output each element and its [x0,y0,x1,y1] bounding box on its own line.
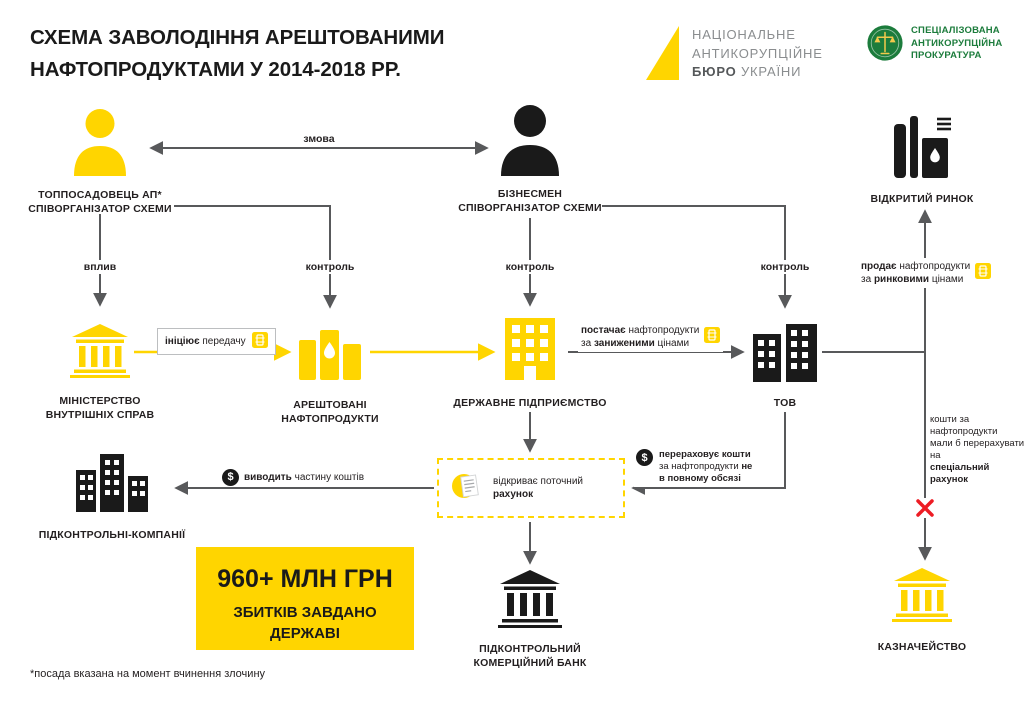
node-current-account: відкриває поточний рахунок [437,458,625,518]
edge-special-account-label: кошти за нафтопродукти мали б перерахува… [930,414,1024,485]
node-seized-products: АРЕШТОВАНІ НАФТОПРОДУКТИ [245,328,415,426]
oil-tanks-icon [299,328,361,385]
sap-logo-text: СПЕЦІАЛІЗОВАНА АНТИКОРУПЦІЙНА ПРОКУРАТУР… [911,24,1002,67]
node-top-official: ТОППОСАДОВЕЦЬ АП* СПІВОРГАНІЗАТОР СХЕМИ [15,108,185,216]
commercial-bank-icon [498,570,562,633]
supplies-text: постачає нафтопродукти за заниженими цін… [581,325,700,349]
edge-control-label-3: контроль [755,260,815,274]
sap-line2: АНТИКОРУПЦІЙНА [911,37,1003,49]
node-tov: ТОВ [715,324,855,411]
treasury-label: КАЗНАЧЕЙСТВО [877,641,967,653]
loss-summary-box: 960+ МЛН ГРН ЗБИТКІВ ЗАВДАНО ДЕРЖАВІ [196,547,414,650]
edge-conspiracy-label: змова [298,132,340,146]
page-title-line1: СХЕМА ЗАВОЛОДІННЯ АРЕШТОВАНИМИ [30,26,445,49]
loss-amount: 960+ МЛН ГРН [217,565,393,593]
page-title: СХЕМА ЗАВОЛОДІННЯ АРЕШТОВАНИМИ НАФТОПРОД… [30,22,444,86]
transfers-text: перераховує кошти за нафтопродукти не в … [659,449,753,484]
edge-control-label-2: контроль [500,260,560,274]
node-open-market: ВІДКРИТИЙ РИНОК [852,116,992,207]
controlled-companies-label: ПІДКОНТРОЛЬНІ-КОМПАНІЇ [38,529,186,541]
money-icon: $ [636,449,653,466]
money-icon: $ [222,469,239,486]
sap-logo: СПЕЦІАЛІЗОВАНА АНТИКОРУПЦІЙНА ПРОКУРАТУР… [866,24,1002,67]
page-title-line2: НАФТОПРОДУКТАМИ У 2014-2018 РР. [30,58,401,81]
current-account-text: відкриває поточний рахунок [493,476,584,500]
blocked-transfer-cross-icon [915,498,935,518]
nabu-line3: БЮРО УКРАЇНИ [692,64,802,79]
node-controlled-bank: ПІДКОНТРОЛЬНИЙ КОМЕРЦІЙНИЙ БАНК [445,570,615,670]
edge-initiates-label: ініціює передачу [157,328,276,355]
sap-line1: СПЕЦІАЛІЗОВАНА [911,25,1000,36]
node-treasury: КАЗНАЧЕЙСТВО [852,568,992,655]
nabu-logo: НАЦІОНАЛЬНЕ АНТИКОРУПЦІЙНЕ БЮРО УКРАЇНИ [644,24,823,87]
refinery-icon [891,116,953,183]
loss-description: ЗБИТКІВ ЗАВДАНО ДЕРЖАВІ [233,604,377,642]
node-controlled-companies: ПІДКОНТРОЛЬНІ-КОМПАНІЇ [27,454,197,543]
node-state-enterprise: ДЕРЖАВНЕ ПІДПРИЄМСТВО [440,318,620,411]
account-document-icon [449,468,485,509]
edge-sells-label: продає нафтопродукти за ринковими цінами [858,258,995,288]
edge-influence-label: вплив [78,260,122,274]
companies-buildings-icon [76,454,148,517]
ministry-bank-icon [70,324,130,383]
oil-barrel-icon [704,327,721,347]
ministry-label: МІНІСТЕРСТВО ВНУТРІШНІХ СПРАВ [45,395,155,421]
node-businessman: БІЗНЕСМЕН СПІВОРГАНІЗАТОР СХЕМИ [445,104,615,215]
seized-products-label: АРЕШТОВАНІ НАФТОПРОДУКТИ [281,399,379,425]
oil-barrel-icon [975,263,992,283]
state-enterprise-label: ДЕРЖАВНЕ ПІДПРИЄМСТВО [453,397,607,409]
official-person-icon [71,108,129,181]
businessman-person-icon [498,104,562,181]
edge-control-label-1: контроль [300,260,360,274]
edge-withdraws-label: $ виводить частину коштів [220,468,367,487]
sap-line3: ПРОКУРАТУРА [911,50,982,61]
tov-label: ТОВ [773,397,797,409]
nabu-line1: НАЦІОНАЛЬНЕ [692,27,796,42]
oil-barrel-icon [251,332,268,351]
office-building-icon [505,318,555,385]
footnote: *посада вказана на момент вчинення злочи… [30,668,266,680]
official-label: ТОППОСАДОВЕЦЬ АП* СПІВОРГАНІЗАТОР СХЕМИ [28,189,172,215]
nabu-line2: АНТИКОРУПЦІЙНЕ [692,45,823,61]
sap-emblem-icon [866,24,904,67]
node-ministry: МІНІСТЕРСТВО ВНУТРІШНІХ СПРАВ [15,324,185,422]
sells-text: продає нафтопродукти за ринковими цінами [861,261,971,285]
nabu-logo-text: НАЦІОНАЛЬНЕ АНТИКОРУПЦІЙНЕ БЮРО УКРАЇНИ [692,24,823,87]
edge-supplies-label: постачає нафтопродукти за заниженими цін… [578,322,724,352]
treasury-bank-icon [892,568,952,627]
nabu-logo-icon [644,24,682,87]
businessman-label: БІЗНЕСМЕН СПІВОРГАНІЗАТОР СХЕМИ [458,188,602,214]
edge-transfers-label: $ перераховує кошти за нафтопродукти не … [634,447,755,487]
open-market-label: ВІДКРИТИЙ РИНОК [870,193,974,205]
withdraws-text: виводить частину коштів [244,472,365,483]
tov-buildings-icon [753,324,817,387]
controlled-bank-label: ПІДКОНТРОЛЬНИЙ КОМЕРЦІЙНИЙ БАНК [473,643,587,669]
initiates-text: ініціює передачу [165,336,246,347]
